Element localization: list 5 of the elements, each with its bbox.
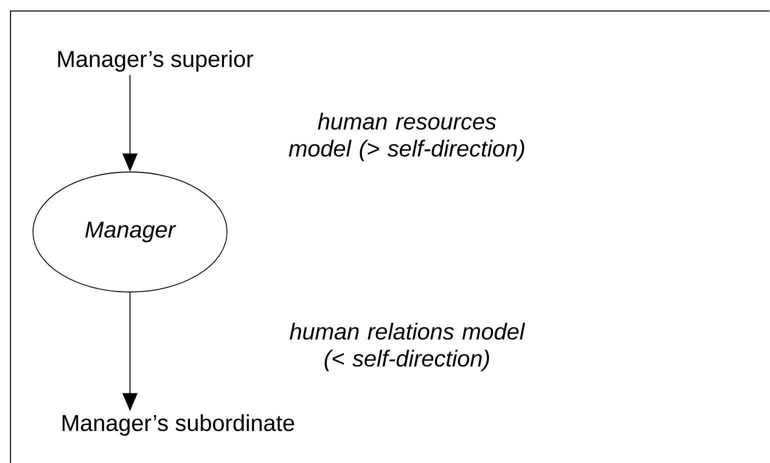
text-label: Manager’s superior: [58, 50, 254, 72]
model-label: human resources model (> self-direction): [288, 112, 524, 162]
model-label: human relations model (< self-direction): [290, 322, 526, 372]
ellipse-node: Manager: [32, 172, 228, 292]
text-label: Manager’s subordinate: [62, 414, 294, 436]
